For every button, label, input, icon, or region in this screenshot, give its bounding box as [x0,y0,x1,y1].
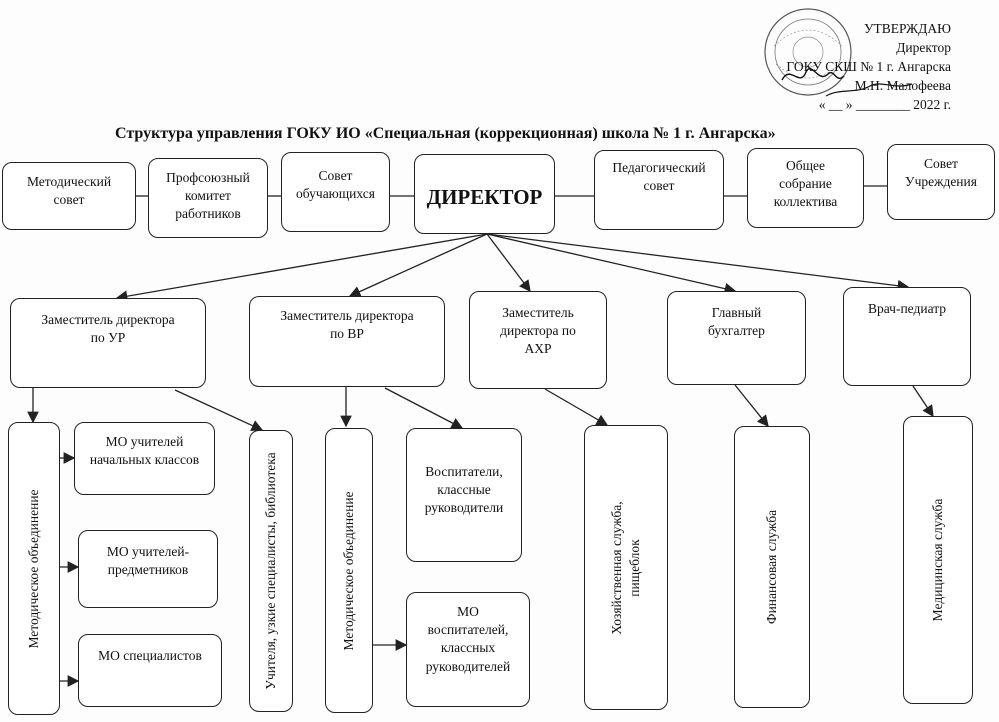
deputy-axp: Заместитель директора по АХР [469,291,607,389]
box-line: МО учителей [105,434,184,449]
box-line: Педагогический [612,160,706,175]
box-line: АХР [524,341,552,357]
handwritten-signature-icon [781,67,913,97]
box-line: предметников [107,562,189,578]
box-line: классные [437,482,491,498]
council-general-meeting: Общее собрание коллектива [747,148,864,228]
box-line: Методический [26,174,112,189]
director-label: ДИРЕКТОР [426,185,543,209]
medical-service: Медицинская служба [903,416,973,704]
box-line: начальных классов [89,452,200,468]
teachers-specialists-library: Учителя, узкие специалисты, библиотека [249,430,293,712]
box-line: руководителей [425,658,511,674]
box-line: Общее [786,158,825,173]
director-box: ДИРЕКТОР [414,154,555,234]
method-union-vr-label: Методическое объединение [340,490,356,651]
approval-signature-name: М.Н. Малофеева [854,77,951,93]
council-methodical: Методический совет [2,162,136,230]
box-line: Учреждения [905,174,977,190]
box-line: классных [440,640,496,656]
chief-accountant: Главный бухгалтер [667,291,806,385]
deputy-vr: Заместитель директора по ВР [249,296,445,387]
box-line: МО учителей- [106,544,190,559]
approval-date: « __ » ________ 2022 г. [818,96,951,112]
finance-service: Финансовая служба [734,426,810,708]
council-trade-union: Профсоюзный комитет работников [148,158,268,238]
box-line: совет [643,178,675,194]
approval-heading: УТВЕРЖДАЮ [863,21,951,36]
medical-service-label: Медицинская служба [929,498,945,622]
diagram-title: Структура управления ГОКУ ИО «Специальна… [115,125,776,142]
box-line: Заместитель директора [41,312,175,327]
educators-class-teachers: Воспитатели, классные руководители [406,428,522,562]
box-line: Профсоюзный [166,170,250,185]
pediatrician: Врач-педиатр [843,287,971,386]
box-line: Заместитель директора [280,308,414,323]
method-union-vr: Методическое объединение [325,428,373,713]
box-line: совет [53,192,85,208]
method-union-ur: Методическое объединение [8,422,60,715]
box-line: Главный [711,305,762,320]
box-line: воспитателей, [427,622,509,638]
box-line: обучающихся [296,186,375,202]
finance-service-label: Финансовая служба [763,509,779,625]
council-students: Совет обучающихся [281,152,390,232]
approval-org: ГОКУ СКШ № 1 г. Ангарска [786,58,951,74]
box-line: собрание [779,176,832,192]
method-union-ur-label: Методическое объединение [25,488,41,649]
box-line: МО [457,604,479,619]
round-seal-icon [764,8,852,96]
box-line: директора по [500,323,576,339]
approval-position: Директор [896,39,951,55]
box-line: пищеблок [627,538,642,597]
box-line: по УР [90,330,126,346]
household-service-label: Хозяйственная служба, пищеблок [608,501,644,634]
box-line: Совет [924,156,958,171]
box-line: МО специалистов [98,648,202,663]
deputy-ur: Заместитель директора по УР [10,298,206,388]
box-line: Заместитель [502,305,574,320]
mo-specialists: МО специалистов [78,634,222,707]
box-line: руководители [424,500,504,516]
box-line: Совет [318,168,353,183]
box-line: бухгалтер [708,323,765,339]
mo-educators: МО воспитателей, классных руководителей [406,592,530,707]
box-line: Хозяйственная служба, [608,500,624,635]
box-line: коллектива [773,194,838,210]
mo-subject-teachers: МО учителей- предметников [78,530,218,608]
teachers-specialists-library-label: Учителя, узкие специалисты, библиотека [262,452,278,690]
box-line: Врач-педиатр [867,301,947,316]
box-line: Воспитатели, [425,464,503,479]
box-line: по ВР [330,326,364,342]
council-pedagogical: Педагогический совет [594,150,724,230]
mo-primary-teachers: МО учителей начальных классов [74,422,215,495]
approval-block: УТВЕРЖДАЮ Директор ГОКУ СКШ № 1 г. Ангар… [786,20,951,114]
council-institution: Совет Учреждения [887,144,995,220]
household-service: Хозяйственная служба, пищеблок [584,425,668,710]
box-line: работников [175,206,241,222]
box-line: комитет [185,188,231,204]
